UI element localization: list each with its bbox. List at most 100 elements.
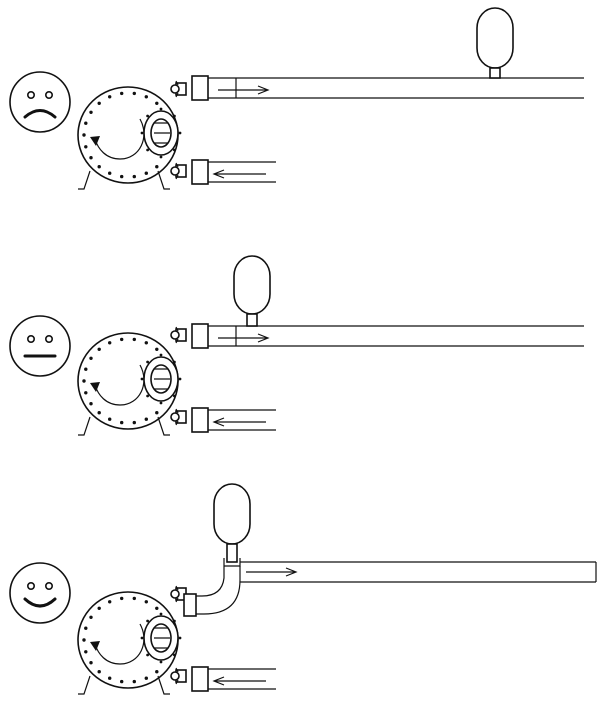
rotation-arrow-icon — [90, 364, 145, 406]
gearbox-ribs — [154, 627, 170, 649]
port-nut — [170, 671, 180, 681]
gearbox-bolt — [178, 131, 182, 135]
pump-bolt — [82, 379, 86, 383]
outlet-coupling — [191, 323, 209, 349]
dampener-vessel — [213, 483, 251, 545]
face-mouth — [23, 597, 57, 608]
pump-bolt — [144, 341, 148, 345]
port-clamp — [175, 667, 179, 685]
pump-bolt — [97, 411, 101, 415]
pump-bolt — [144, 600, 148, 604]
pulsation-dampener-icon — [476, 7, 514, 79]
pump-bolt — [84, 626, 88, 630]
face-outline — [9, 71, 71, 133]
gearbox-bolt — [146, 360, 150, 364]
face-mouth — [23, 109, 57, 119]
gearbox-bolt — [173, 360, 176, 364]
gearbox-bolt — [146, 653, 150, 657]
pump-bolt — [120, 679, 124, 684]
pump-bolt — [84, 650, 88, 654]
gearbox-bolt — [146, 114, 150, 118]
pump-bolt — [120, 596, 124, 601]
face-eye — [44, 91, 53, 100]
gearbox-bolt — [140, 636, 144, 640]
pump-bolt — [155, 165, 159, 169]
pump-bolt — [132, 337, 136, 342]
outlet-coupling — [183, 593, 197, 617]
port-nut — [170, 589, 180, 599]
pump-bolt — [108, 600, 112, 604]
outlet-coupling — [191, 75, 209, 101]
outlet-port — [170, 326, 187, 344]
arrow-left-icon — [212, 417, 266, 427]
rotation-arc — [94, 623, 145, 665]
pump-bolt — [120, 420, 124, 425]
port-clamp — [175, 408, 179, 426]
pump-bolt — [155, 347, 159, 351]
pump-bolt — [89, 615, 93, 619]
rotation-arrow-icon — [90, 623, 145, 665]
pump-feet — [78, 170, 170, 190]
inlet-pipe — [208, 668, 276, 690]
scenario-bad — [9, 7, 584, 190]
pump-bolt — [108, 417, 112, 421]
pump-bolt — [108, 676, 112, 680]
pump-bolt — [144, 95, 148, 99]
pump-bolt — [108, 341, 112, 345]
gearbox-bolt — [159, 660, 163, 664]
arrow-left-icon — [212, 676, 266, 686]
discharge-pipe — [208, 325, 584, 347]
pump-bolt — [84, 391, 88, 395]
discharge-pipe — [208, 77, 584, 99]
gearbox-ribs — [154, 122, 170, 144]
arrow-right-icon — [218, 333, 270, 343]
pump-bolt — [132, 679, 136, 684]
dampener-vessel — [476, 7, 514, 69]
gearbox-bolt — [159, 155, 163, 159]
port-clamp — [175, 326, 179, 344]
pump-bolt — [89, 356, 93, 360]
gearbox-bolt — [140, 377, 144, 381]
pulsation-dampener-icon — [213, 483, 251, 563]
pump-bolt — [89, 402, 93, 406]
rotation-arc — [94, 364, 145, 406]
pump-bolt — [108, 171, 112, 175]
face-outline — [9, 562, 71, 624]
pump-bolt — [120, 337, 124, 342]
scenario-good — [9, 483, 597, 695]
port-clamp — [175, 585, 179, 603]
pump-bolt — [89, 661, 93, 665]
inlet-pipe — [208, 409, 276, 431]
pump-bolt — [144, 676, 148, 680]
gearbox-bolt — [178, 636, 182, 640]
gearbox-bolt — [173, 619, 176, 623]
face-eye — [26, 91, 35, 100]
inlet-coupling — [191, 407, 209, 433]
pump-feet — [78, 675, 170, 695]
outlet-port — [170, 585, 187, 603]
inlet-coupling — [191, 159, 209, 185]
peristaltic-pump-icon — [77, 80, 187, 190]
dampener-vessel — [233, 255, 271, 315]
pump-bolt — [97, 670, 101, 674]
gearbox-bolt — [140, 131, 144, 135]
gearbox-bolt — [146, 394, 150, 398]
pump-bolt — [84, 121, 88, 125]
port-nut — [170, 330, 180, 340]
rotation-arrowhead — [90, 382, 100, 392]
pump-bolt — [132, 174, 136, 179]
arrow-right-icon — [218, 85, 270, 95]
elbow-top — [223, 558, 241, 567]
gearbox-bolt — [173, 148, 176, 152]
pump-bolt — [155, 101, 159, 106]
pump-bolt — [89, 110, 93, 115]
pump-bolt — [155, 411, 159, 415]
pump-bolt — [120, 91, 124, 96]
inlet-coupling — [191, 666, 209, 692]
face-eye — [26, 581, 35, 590]
gearbox-bolt — [178, 377, 182, 381]
gearbox-ribs — [154, 368, 170, 390]
inlet-pipe — [208, 161, 276, 183]
pump-bolt — [97, 101, 101, 106]
